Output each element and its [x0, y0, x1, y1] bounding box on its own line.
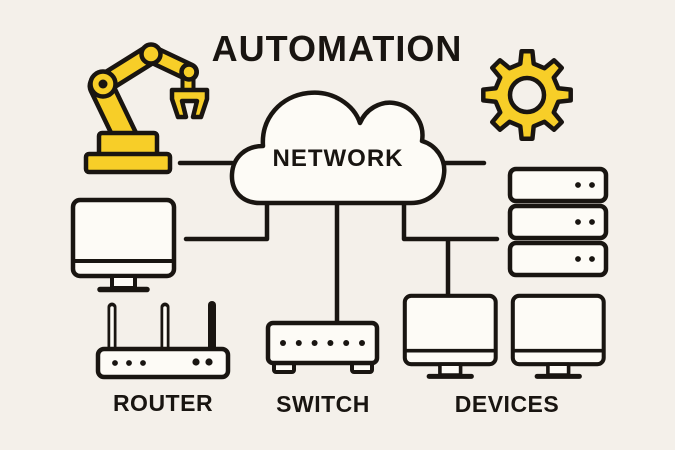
device-monitor-1 [405, 296, 496, 377]
network-cloud-icon [229, 90, 447, 206]
robot-arm-icon [83, 42, 210, 175]
devices-label: DEVICES [454, 391, 560, 417]
robot-wrist-joint [179, 62, 199, 82]
connector-network-monitor [183, 193, 270, 242]
page-title: AUTOMATION [211, 28, 463, 69]
gear-center-hole [507, 75, 547, 115]
router-label: ROUTER [112, 390, 214, 416]
network-label: NETWORK [272, 145, 404, 172]
robot-base-lower [83, 151, 173, 175]
device-monitor-2 [513, 296, 604, 377]
switch-icon [265, 320, 380, 374]
server-unit-3 [510, 243, 606, 275]
connector-network-devices [401, 193, 500, 298]
robot-gripper-claw [169, 87, 210, 120]
switch-label: SWITCH [276, 391, 370, 417]
server-unit-2 [510, 206, 606, 238]
desktop-monitor-icon [73, 200, 174, 290]
router-icon [95, 301, 231, 380]
cloud-shape [229, 90, 447, 206]
switch-body [265, 320, 380, 366]
dual-monitors-icon [405, 296, 604, 377]
router-body [95, 346, 231, 380]
robot-elbow-joint [139, 42, 163, 66]
gear-icon [481, 49, 573, 141]
server-stack-icon [510, 169, 606, 275]
server-unit-1 [510, 169, 606, 201]
